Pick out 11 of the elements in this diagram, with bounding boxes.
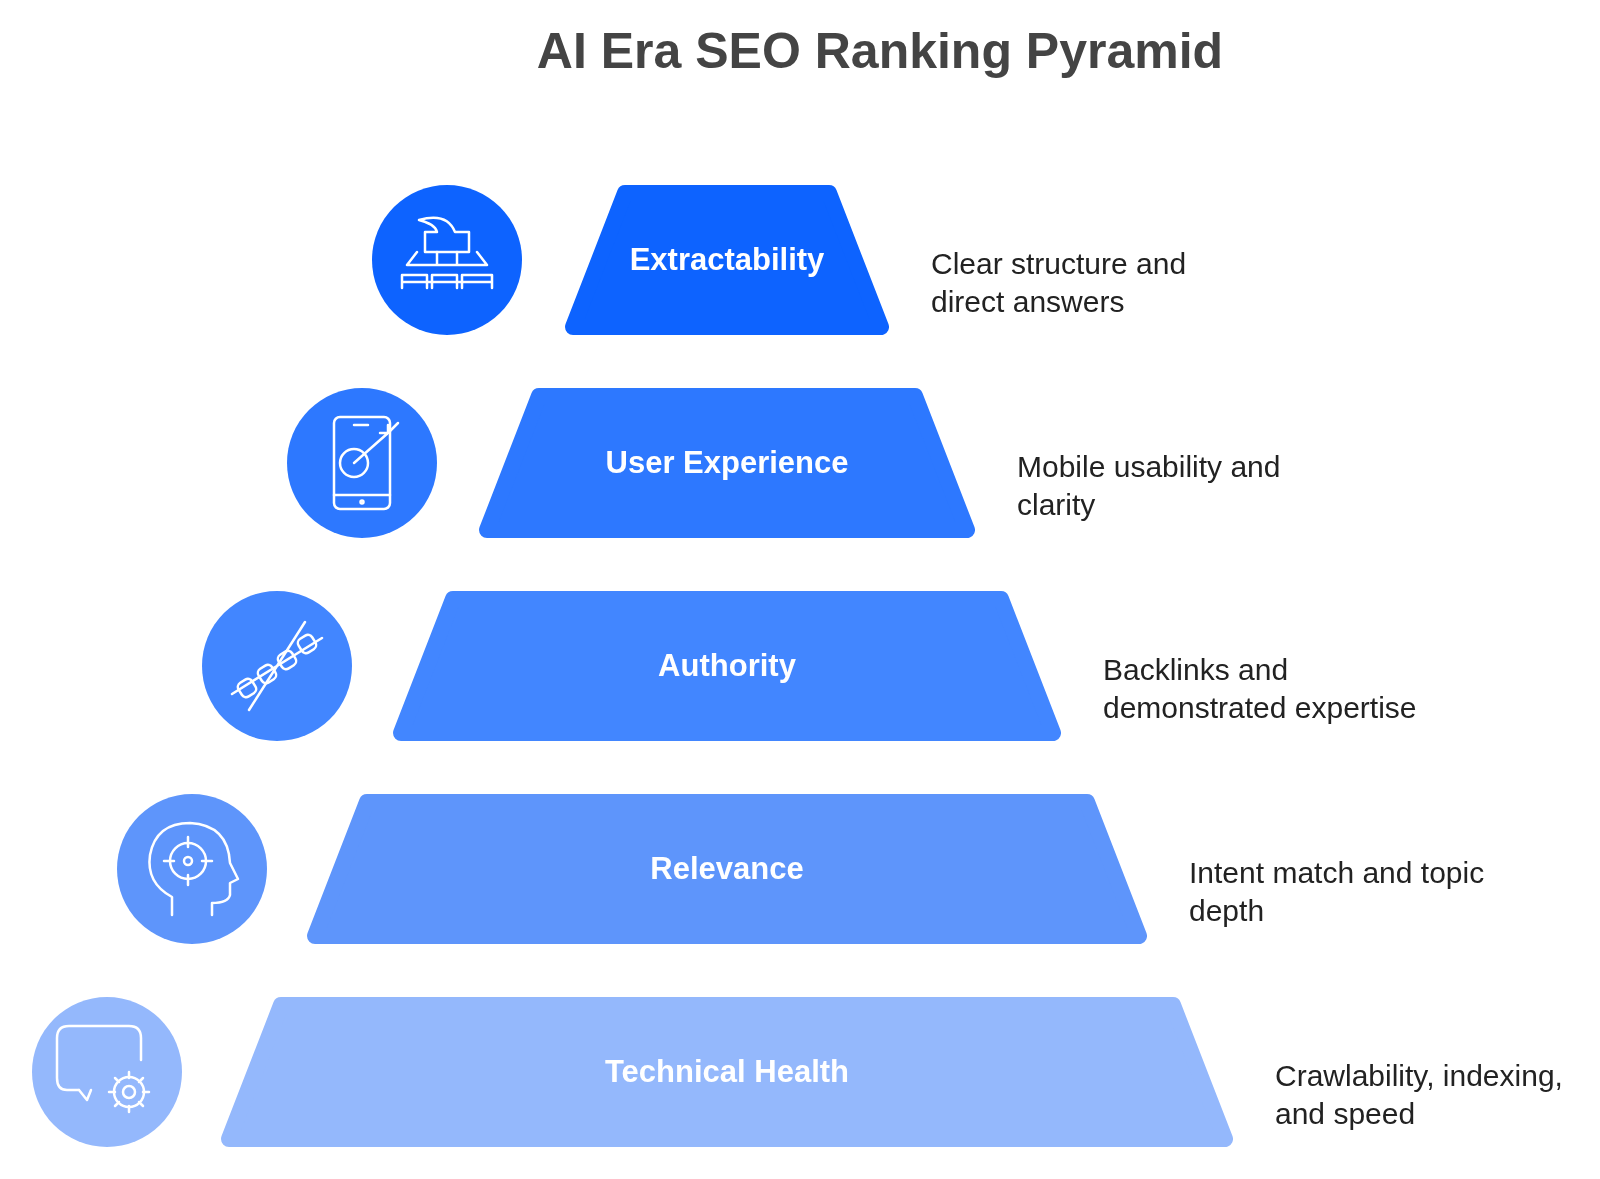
description-text: Intent match and topic depth	[1189, 855, 1486, 929]
layer-label: Technical Health	[604, 1054, 850, 1090]
layer-label: Authority	[658, 648, 796, 684]
layer-label: User Experience	[605, 445, 849, 481]
description-text: Backlinks and demonstrated expertise	[1103, 652, 1418, 726]
layer-label: Extractability	[629, 242, 825, 278]
description-text: Crawlability, indexing, and speed	[1275, 1058, 1564, 1132]
description-text: Clear structure and direct answers	[931, 246, 1188, 320]
description-text: Mobile usability and clarity	[1017, 449, 1282, 523]
title: AI Era SEO Ranking Pyramid	[535, 22, 1225, 80]
layer-label: Relevance	[650, 851, 804, 887]
